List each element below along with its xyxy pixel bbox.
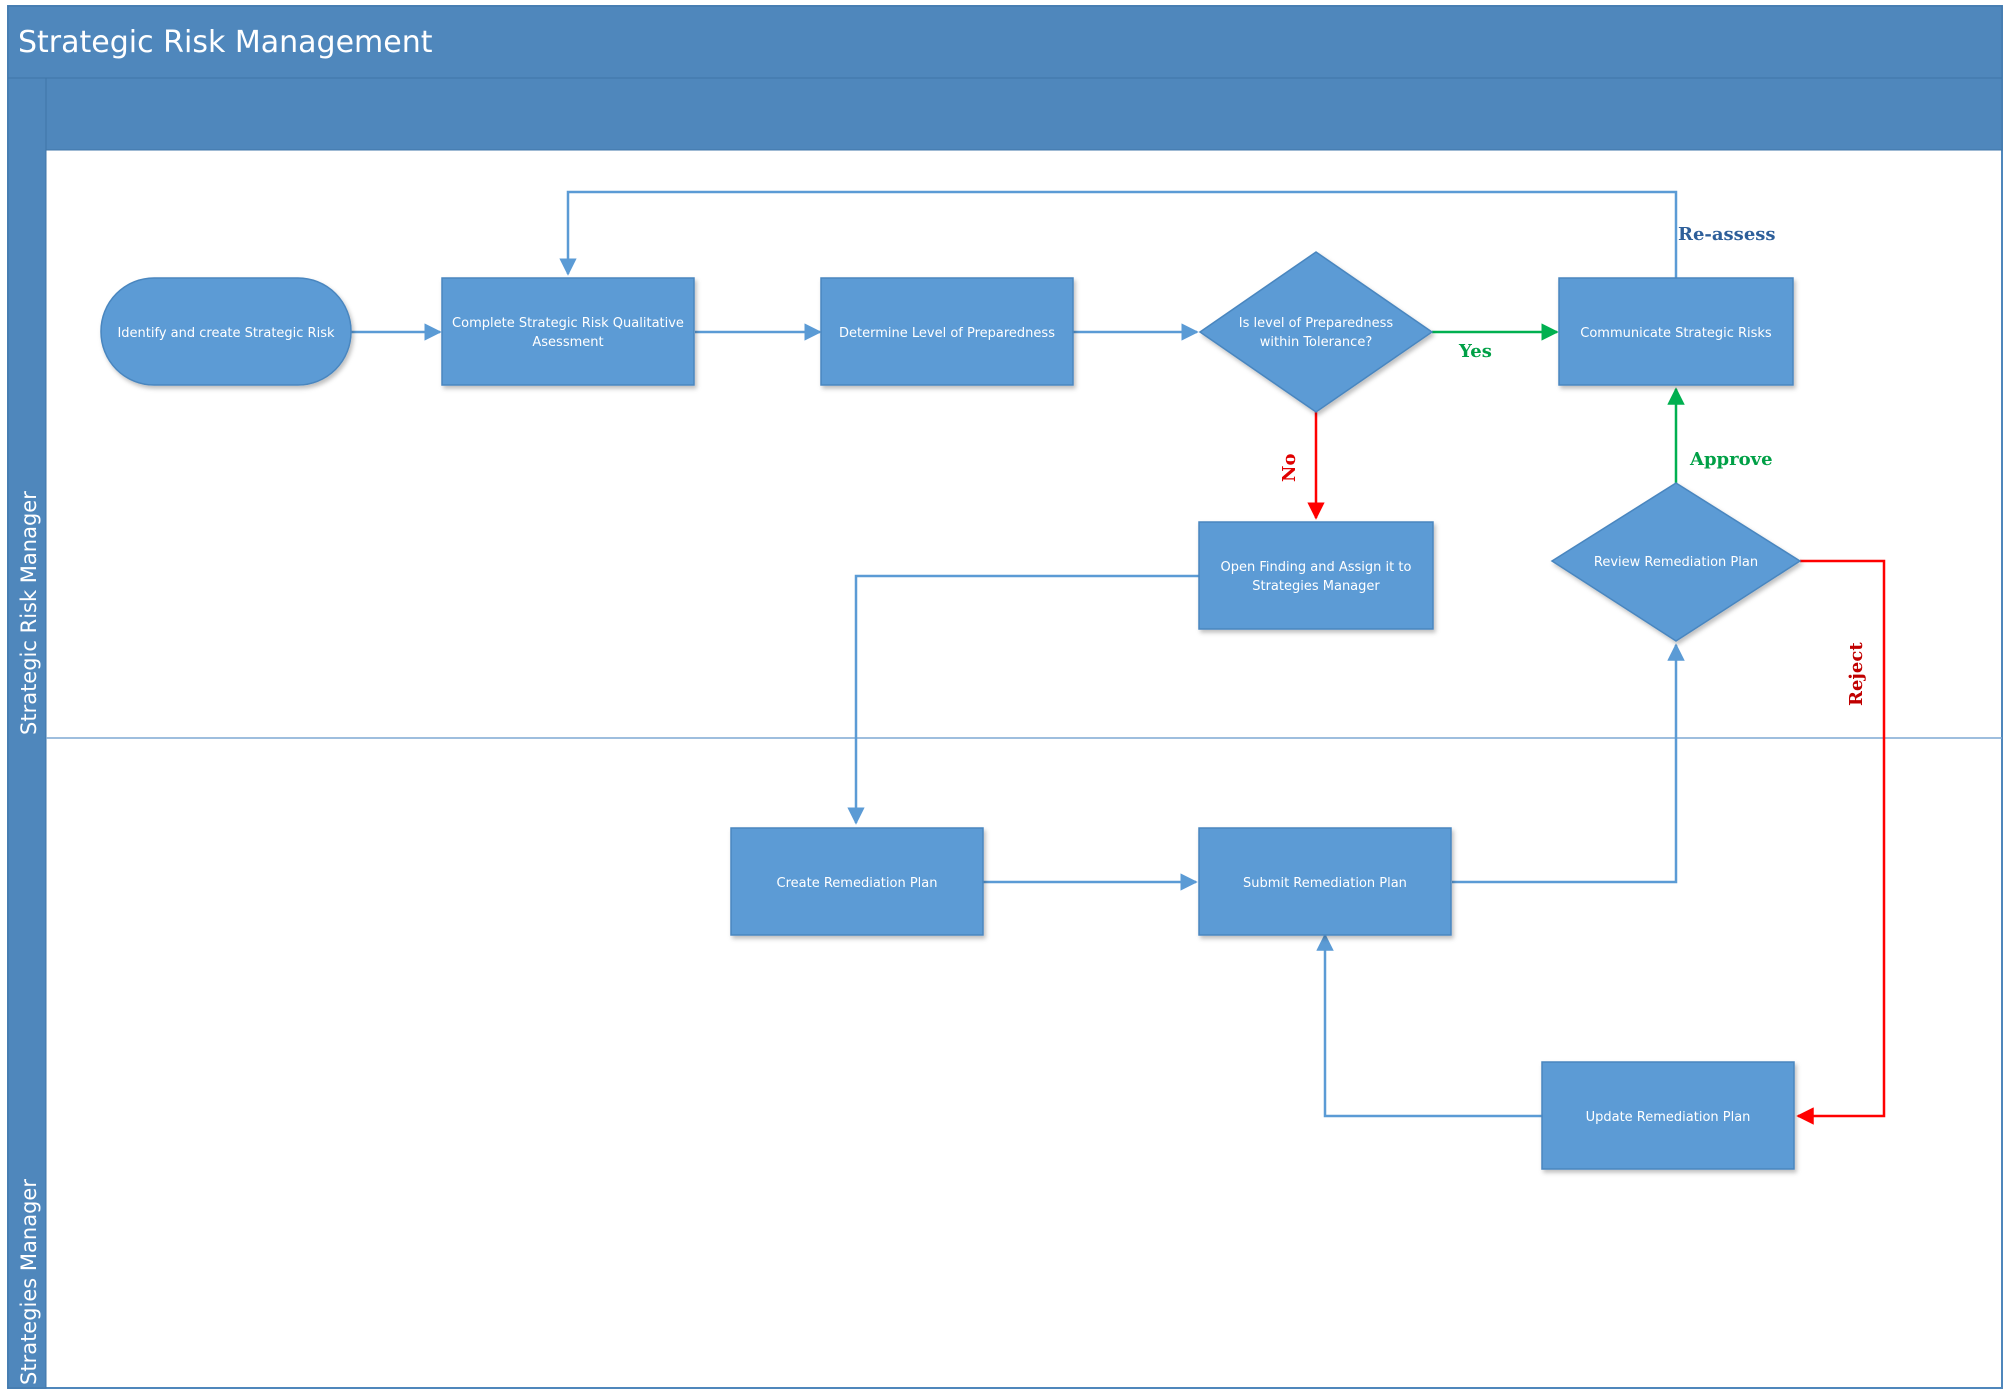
connector-submit-to-review: [1452, 643, 1685, 884]
connector-open-to-create: [847, 574, 1199, 825]
node-update-label: Update Remediation Plan: [1586, 1110, 1751, 1125]
node-submit-label: Submit Remediation Plan: [1243, 876, 1407, 891]
node-create[interactable]: Create Remediation Plan: [730, 827, 984, 936]
edge-label-no: No: [1279, 454, 1300, 482]
node-open-finding[interactable]: Open Finding and Assign it to Strategies…: [1198, 521, 1434, 630]
edge-label-yes: Yes: [1458, 341, 1492, 362]
lane-label-strategic-risk-manager: Strategic Risk Manager: [17, 491, 41, 735]
node-decision-tolerance[interactable]: Is level of Preparedness within Toleranc…: [1198, 251, 1434, 413]
node-identify[interactable]: Identify and create Strategic Risk: [100, 277, 352, 386]
node-review-label: Review Remediation Plan: [1594, 555, 1758, 570]
connector-update-to-submit: [1316, 933, 1542, 1118]
connector-reject-to-update: [1796, 559, 1886, 1125]
node-communicate-label: Communicate Strategic Risks: [1580, 326, 1772, 341]
node-review[interactable]: Review Remediation Plan: [1550, 482, 1802, 642]
decision-shape: [1550, 482, 1802, 642]
node-complete-label-line1: Complete Strategic Risk Qualitative: [452, 316, 684, 331]
node-decision-tolerance-line2: within Tolerance?: [1260, 335, 1372, 350]
process-shape: [1198, 521, 1434, 630]
title-bar: [7, 5, 2003, 79]
lane-label-column: [7, 77, 47, 1389]
node-determine[interactable]: Determine Level of Preparedness: [820, 277, 1074, 386]
process-shape: [820, 277, 1074, 386]
page-title: Strategic Risk Management: [18, 25, 433, 60]
process-shape: [1558, 277, 1794, 386]
lane-label-strategies-manager: Strategies Manager: [17, 1179, 41, 1385]
terminator-shape: [100, 277, 352, 386]
decision-shape: [1198, 251, 1434, 413]
node-complete[interactable]: Complete Strategic Risk Qualitative Ases…: [441, 277, 695, 386]
node-identify-label: Identify and create Strategic Risk: [117, 326, 335, 341]
node-open-finding-line2: Strategies Manager: [1252, 579, 1380, 594]
process-shape: [1198, 827, 1452, 936]
process-shape: [1541, 1061, 1795, 1170]
node-open-finding-line1: Open Finding and Assign it to: [1221, 560, 1412, 575]
node-communicate[interactable]: Communicate Strategic Risks: [1558, 277, 1794, 386]
node-create-label: Create Remediation Plan: [777, 876, 938, 891]
process-shape: [441, 277, 695, 386]
node-submit[interactable]: Submit Remediation Plan: [1198, 827, 1452, 936]
phase-header-band: [45, 77, 2003, 151]
node-decision-tolerance-line1: Is level of Preparedness: [1239, 316, 1394, 331]
node-complete-label-line2: Asessment: [532, 335, 603, 350]
node-determine-label: Determine Level of Preparedness: [839, 326, 1055, 341]
edge-label-reject: Reject: [1846, 642, 1867, 706]
process-shape: [730, 827, 984, 936]
edge-label-approve: Approve: [1689, 449, 1773, 470]
connector-reassess-loop: [559, 190, 1678, 278]
pool-frame: [7, 5, 2003, 1389]
node-update[interactable]: Update Remediation Plan: [1541, 1061, 1795, 1170]
edge-label-reassess: Re-assess: [1678, 224, 1776, 245]
